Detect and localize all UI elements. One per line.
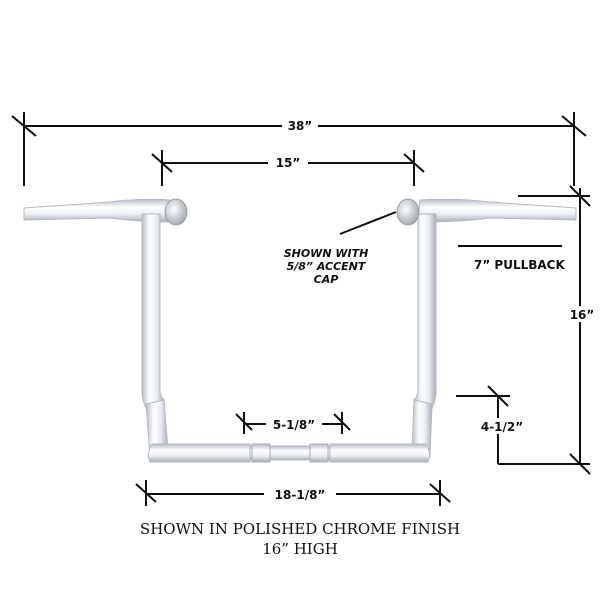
dim-bottom-rise: 4-1/2” — [481, 420, 523, 434]
right-accent-cap — [396, 198, 420, 226]
right-grip — [417, 198, 577, 223]
right-riser — [413, 213, 437, 409]
dim-pullback: 7” PULLBACK — [474, 258, 565, 272]
dim-center-width: 15” — [276, 156, 301, 170]
dim-mount-center: 5-1/8” — [273, 418, 315, 432]
callout-line-3: CAP — [314, 273, 339, 286]
handlebar — [23, 198, 577, 463]
mount-knurl-left — [251, 443, 271, 463]
bottom-bar-right — [329, 443, 431, 463]
dim-height: 16” — [570, 308, 595, 322]
callout-line-1: SHOWN WITH — [284, 247, 369, 260]
left-accent-cap — [164, 198, 188, 226]
bottom-bar — [147, 443, 251, 463]
dim-overall-width: 38” — [288, 119, 313, 133]
callout-line-2: 5/8” ACCENT — [287, 260, 367, 273]
left-riser — [141, 213, 165, 409]
dim-base-width: 18-1/8” — [275, 488, 326, 502]
mount-knurl-right — [309, 443, 329, 463]
caption-height: 16” HIGH — [262, 540, 338, 558]
caption-finish: SHOWN IN POLISHED CHROME FINISH — [139, 520, 461, 538]
